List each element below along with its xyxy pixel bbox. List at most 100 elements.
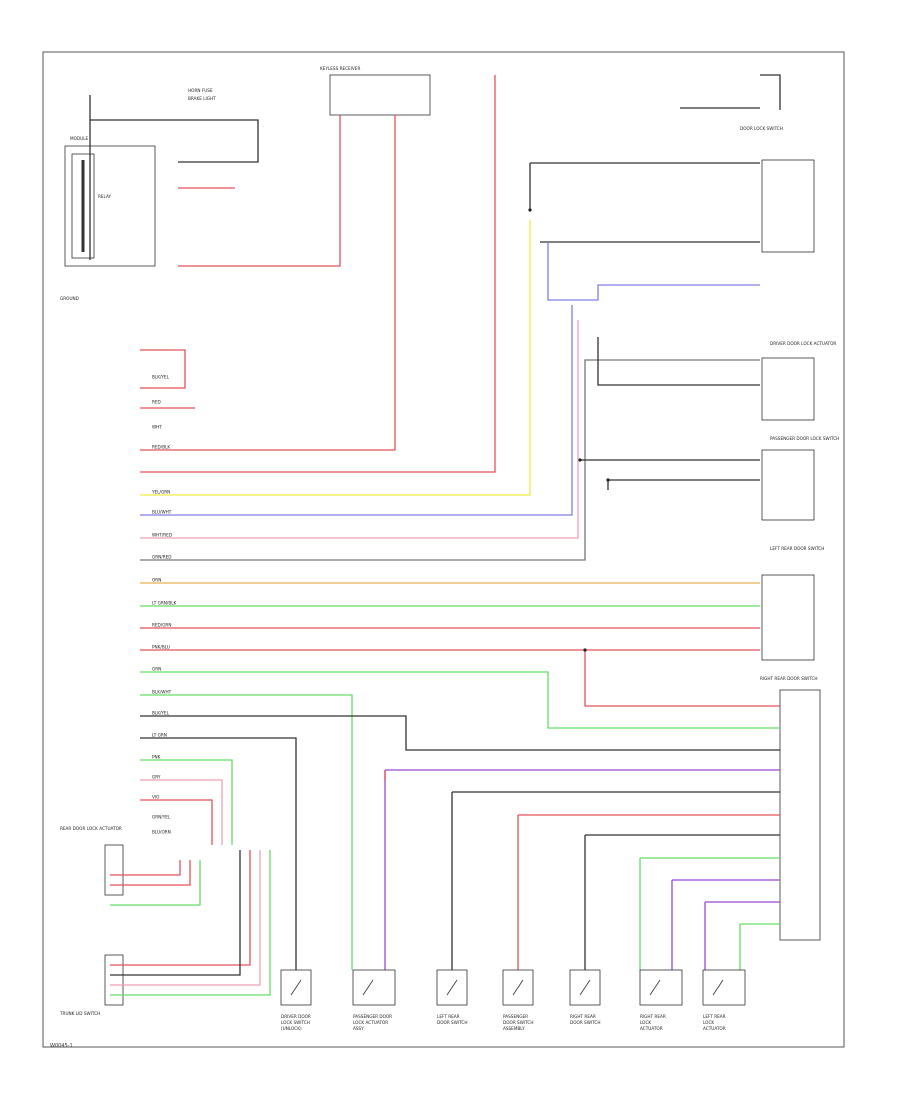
wire-label: WHT [152,425,162,430]
component-label: LOCK SWITCH [281,1020,310,1025]
wire-lightgreen [140,671,780,729]
component-label: ASSEMBLY [503,1026,525,1031]
component-label: PASSENGER DOOR [353,1014,392,1019]
wire-label: BLK/YEL [152,711,170,716]
component-body [436,969,468,1006]
wire-black [140,715,780,751]
page-id: W0045-1 [50,1043,73,1049]
module-label: MODULE [70,136,89,141]
wire-label: VIO [152,795,160,800]
wire-blue [140,305,573,516]
wire-red [110,860,181,876]
wire-labels: BLK/YEL RED WHT RED/BLK YEL/GRN BLU/WHT WHT/RE… [151,375,177,835]
wire-label: LT GRN/BLK [152,601,177,606]
wire-pink [140,320,579,539]
wire-label: BLK/WHT [152,690,172,695]
junction-dot [578,458,582,462]
wire-label: RED [152,400,161,405]
component-label: ACTUATOR [703,1026,726,1031]
wire-label: WHT/RED [152,533,172,538]
junction-dot [606,478,610,482]
component-label: (UNLOCK) [281,1026,302,1031]
wire-red [178,115,341,267]
component-label: ASSY [353,1026,364,1031]
driver-lock-actuator: DRIVER DOOR LOCK ACTUATOR [761,341,836,421]
component-body [502,969,534,1006]
passenger-door-lock-switch: PASSENGER DOOR LOCK SWITCH [761,436,839,521]
wire-red [140,75,496,473]
component-label: DOOR SWITCH [437,1020,467,1025]
wire-black [90,119,259,163]
wire-label: YEL/GRN [151,490,170,495]
wire-black [140,737,297,970]
keyless-receiver: KEYLESS RECEIVER [320,66,431,116]
wire-yellow [140,220,531,496]
left-rear-door-label: LEFT REAR DOOR SWITCH [770,546,824,551]
central-module: MODULE RELAY [64,136,156,267]
component-body [280,969,312,1006]
ground-label: GROUND [60,296,79,301]
horn-fuse: HORN FUSE BRAKE LIGHT [188,88,216,101]
wire-lightgreen [110,850,271,996]
component-body [569,969,601,1006]
wire-label: GRN/YEL [152,815,171,820]
horn-fuse-label: HORN FUSE [188,88,213,93]
wire-black [597,337,760,386]
wire-label: RED/BLK [152,445,170,450]
wire-pink [110,850,261,986]
component-label: DOOR SWITCH [503,1020,533,1025]
right-rear-door-label: RIGHT REAR DOOR SWITCH [760,676,818,681]
switch-contact [446,979,458,996]
wire-black [607,479,760,490]
module-relay-label: RELAY [98,194,112,199]
wire-label: GRN/RED [152,555,171,560]
diagram-frame [42,51,845,1048]
wire-label: BLU/WHT [152,510,172,515]
component-body [352,969,396,1006]
wire-label: BLK/YEL [152,375,170,380]
component-body [702,969,746,1006]
right-rear-switch-assembly: RIGHT REAR DOOR SWITCH [760,676,821,941]
wire-lightgreen [110,860,201,906]
wire-black [110,850,241,976]
wire-lightgreen [140,694,353,970]
switch-contact [290,979,302,996]
wire-red [140,115,396,451]
wire-red [140,349,186,389]
component-body [639,969,683,1006]
wire-lightgreen [140,759,233,845]
door-lock-switch-label: DOOR LOCK SWITCH [740,126,783,131]
component-label: LOCK ACTUATOR [353,1020,388,1025]
door-lock-switch: DOOR LOCK SWITCH [740,126,815,253]
wire-label: ORN [152,578,161,583]
wire-label: GRN [152,667,161,672]
wires [89,74,781,996]
rear-actuator-connectors: REAR DOOR LOCK ACTUATOR TRUNK LID SWITCH [59,826,124,1016]
wire-label: RED/GRN [152,623,171,628]
trunk-switch-label: TRUNK LID SWITCH [59,1011,100,1016]
switch-contact [362,979,374,996]
keyless-receiver-label: KEYLESS RECEIVER [320,66,360,71]
junction-dot [528,208,532,212]
component-label: ACTUATOR [640,1026,663,1031]
driver-lock-label: DRIVER DOOR LOCK ACTUATOR [770,341,836,346]
component-label: DOOR SWITCH [570,1020,600,1025]
switch-contact [712,979,724,996]
wire-red [110,860,191,886]
wire-label: LT GRN [152,733,167,738]
component-label: DRIVER DOOR [281,1014,311,1019]
wire-label: PNK [152,755,161,760]
wire-red [110,850,251,966]
switch-contact [649,979,661,996]
rear-actuator-label: REAR DOOR LOCK ACTUATOR [60,826,122,831]
wire-label: GRY [152,775,161,780]
wire-blue [547,242,760,301]
wire-black [760,74,781,110]
rear-lock-switch: LEFT REAR DOOR SWITCH [761,546,824,661]
